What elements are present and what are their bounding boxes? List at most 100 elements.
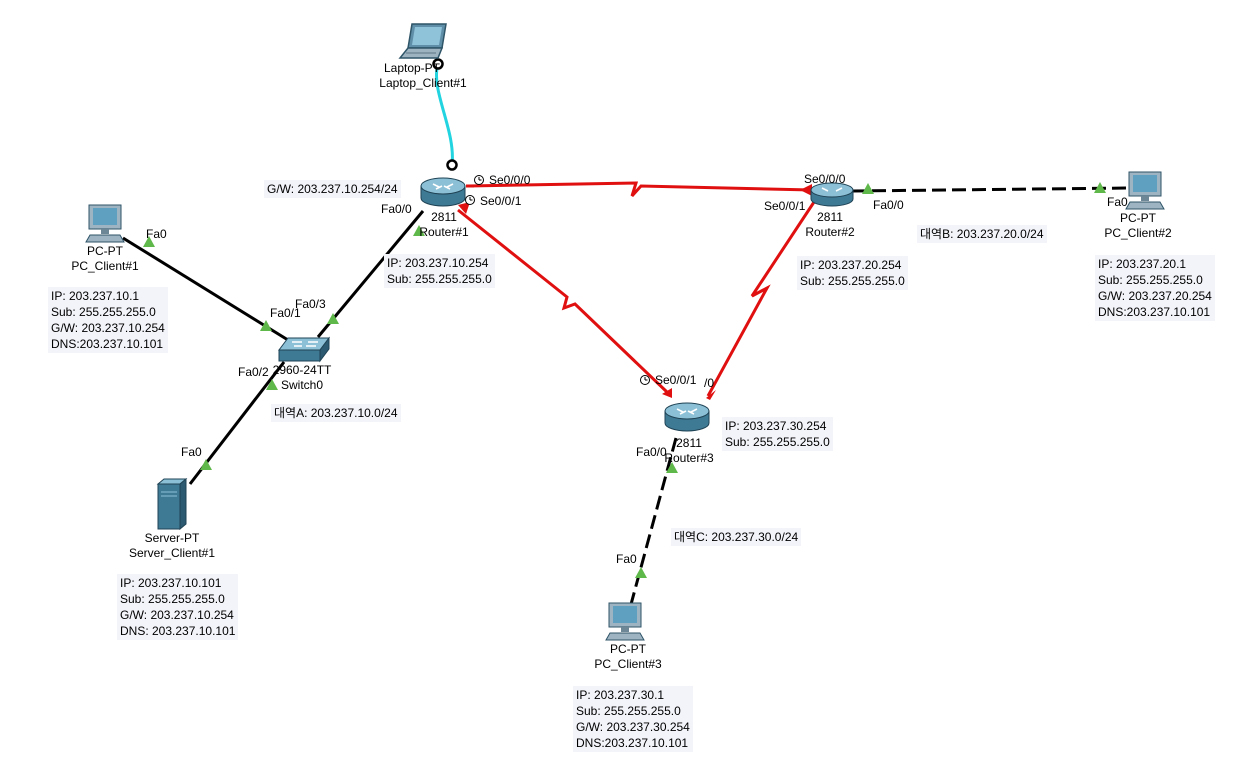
note-line: Sub: 255.255.255.0 (120, 592, 225, 606)
link-up-icon (327, 313, 339, 324)
router-icon[interactable] (810, 182, 854, 208)
wireless-link[interactable] (435, 63, 454, 166)
zone-a-note[interactable]: 대역A: 203.237.10.0/24 (271, 404, 401, 422)
note-line: IP: 203.237.10.1 (51, 289, 140, 303)
port-label: Se0/0/1 (764, 199, 806, 213)
laptop-name-label: Laptop_Client#1 (379, 76, 467, 90)
link-up-icon (413, 225, 425, 236)
pc1-name-label: PC_Client#1 (71, 259, 139, 273)
link-up-icon (266, 379, 278, 390)
server-model-label: Server-PT (144, 531, 200, 545)
link-up-icon (200, 459, 212, 470)
laptop-model-label: Laptop-PT (383, 61, 441, 75)
server-name-label: Server_Client#1 (128, 546, 216, 560)
switch-model-label: 2960-24TT (272, 363, 332, 377)
note-line: DNS:203.237.10.101 (576, 736, 689, 750)
link-up-icon (862, 183, 874, 194)
clock-icon (474, 175, 484, 185)
copper-link-r1-switch[interactable] (316, 210, 425, 338)
pc2-model-label: PC-PT (1120, 211, 1156, 225)
gateway-note[interactable]: G/W: 203.237.10.254/24 (264, 180, 401, 198)
note-line: G/W: 203.237.30.254 (576, 720, 690, 734)
link-up-icon (635, 567, 647, 578)
pc3-config-note[interactable]: IP: 203.237.30.1 Sub: 255.255.255.0 G/W:… (573, 686, 693, 752)
pc3-name-label: PC_Client#3 (594, 657, 662, 671)
port-label: Fa0/2 (238, 365, 269, 379)
note-line: G/W: 203.237.20.254 (1098, 289, 1212, 303)
link-up-icon (1094, 182, 1106, 193)
note-line: IP: 203.237.30.1 (576, 688, 665, 702)
pc1-model-label: PC-PT (87, 244, 123, 258)
port-label: Fa0 (181, 445, 202, 459)
router2-model-label: 2811 (817, 210, 843, 224)
port-label: Se0/0/1 (480, 194, 522, 208)
router-icon[interactable] (420, 176, 466, 208)
server-icon[interactable] (156, 477, 188, 531)
link-up-icon (143, 236, 155, 247)
note-line: Sub: 255.255.255.0 (725, 435, 830, 449)
pc1-config-note[interactable]: IP: 203.237.10.1 Sub: 255.255.255.0 G/W:… (48, 287, 168, 353)
router3-ip-note[interactable]: IP: 203.237.30.254 Sub: 255.255.255.0 (722, 417, 833, 451)
note-line: 대역A: 203.237.10.0/24 (274, 406, 398, 420)
port-label: Fa0 (146, 227, 167, 241)
port-label: Fa0/0 (636, 445, 667, 459)
pc-icon[interactable] (604, 602, 646, 644)
serial-link-r1-r2[interactable] (467, 181, 813, 198)
pc-icon[interactable] (84, 204, 126, 246)
note-line: IP: 203.237.10.101 (120, 576, 222, 590)
port-label: Se0/0/0 (804, 172, 846, 186)
pc3-model-label: PC-PT (610, 642, 646, 656)
crossover-link-r2-pc2[interactable] (851, 186, 1131, 193)
note-line: IP: 203.237.20.1 (1098, 257, 1187, 271)
note-line: Sub: 255.255.255.0 (1098, 273, 1203, 287)
note-line: Sub: 255.255.255.0 (800, 274, 905, 288)
zone-c-note[interactable]: 대역C: 203.237.30.0/24 (671, 528, 802, 546)
note-line: Sub: 255.255.255.0 (576, 704, 681, 718)
crossover-link-r3-pc3[interactable] (628, 437, 678, 609)
wireless-endpoint-icon (432, 58, 444, 70)
link-up-icon (800, 184, 812, 196)
port-label: Fa0/3 (295, 297, 326, 311)
link-up-icon (260, 320, 272, 331)
note-line: DNS:203.237.10.101 (1098, 305, 1211, 319)
serial-link-r1-r3[interactable] (457, 208, 670, 395)
router1-model-label: 2811 (431, 210, 457, 224)
note-line: IP: 203.237.30.254 (725, 419, 827, 433)
port-label: Fa0/0 (381, 202, 412, 216)
router3-name-label: Router#3 (664, 451, 714, 465)
port-label: Fa0 (1107, 195, 1128, 209)
note-line: DNS: 203.237.10.101 (120, 624, 236, 638)
note-line: G/W: 203.237.10.254 (51, 321, 165, 335)
link-up-icon (662, 388, 672, 398)
link-up-icon (706, 390, 716, 400)
port-label: Fa0/0 (873, 198, 904, 212)
router2-name-label: Router#2 (805, 225, 855, 239)
router2-ip-note[interactable]: IP: 203.237.20.254 Sub: 255.255.255.0 (797, 256, 908, 290)
router1-name-label: Router#1 (419, 225, 469, 239)
clock-icon (640, 375, 650, 385)
port-label: Se0/0/1 (655, 373, 697, 387)
laptop-icon[interactable] (398, 22, 452, 62)
note-line: Sub: 255.255.255.0 (387, 272, 492, 286)
pc-icon[interactable] (1124, 171, 1166, 213)
server-config-note[interactable]: IP: 203.237.10.101 Sub: 255.255.255.0 G/… (117, 574, 239, 640)
serial-link-r2-r3[interactable] (706, 195, 820, 397)
router1-ip-note[interactable]: IP: 203.237.10.254 Sub: 255.255.255.0 (384, 254, 495, 288)
port-label: Se0/0/0 (489, 173, 531, 187)
zone-b-note[interactable]: 대역B: 203.237.20.0/24 (917, 225, 1047, 243)
wireless-endpoint-icon (446, 159, 458, 171)
switch-icon[interactable] (278, 336, 330, 364)
copper-link-pc1-switch[interactable] (122, 236, 289, 342)
pc2-config-note[interactable]: IP: 203.237.20.1 Sub: 255.255.255.0 G/W:… (1095, 255, 1215, 321)
port-label: Fa0 (616, 552, 637, 566)
note-line: DNS:203.237.10.101 (51, 337, 164, 351)
router-icon[interactable] (664, 400, 710, 434)
note-line: G/W: 203.237.10.254/24 (267, 182, 398, 196)
note-line: IP: 203.237.10.254 (387, 256, 489, 270)
note-line: Sub: 255.255.255.0 (51, 305, 156, 319)
router3-model-label: 2811 (676, 436, 702, 450)
switch-name-label: Switch0 (280, 378, 324, 392)
clock-icon (465, 195, 475, 205)
port-label: Fa0/1 (270, 306, 301, 320)
